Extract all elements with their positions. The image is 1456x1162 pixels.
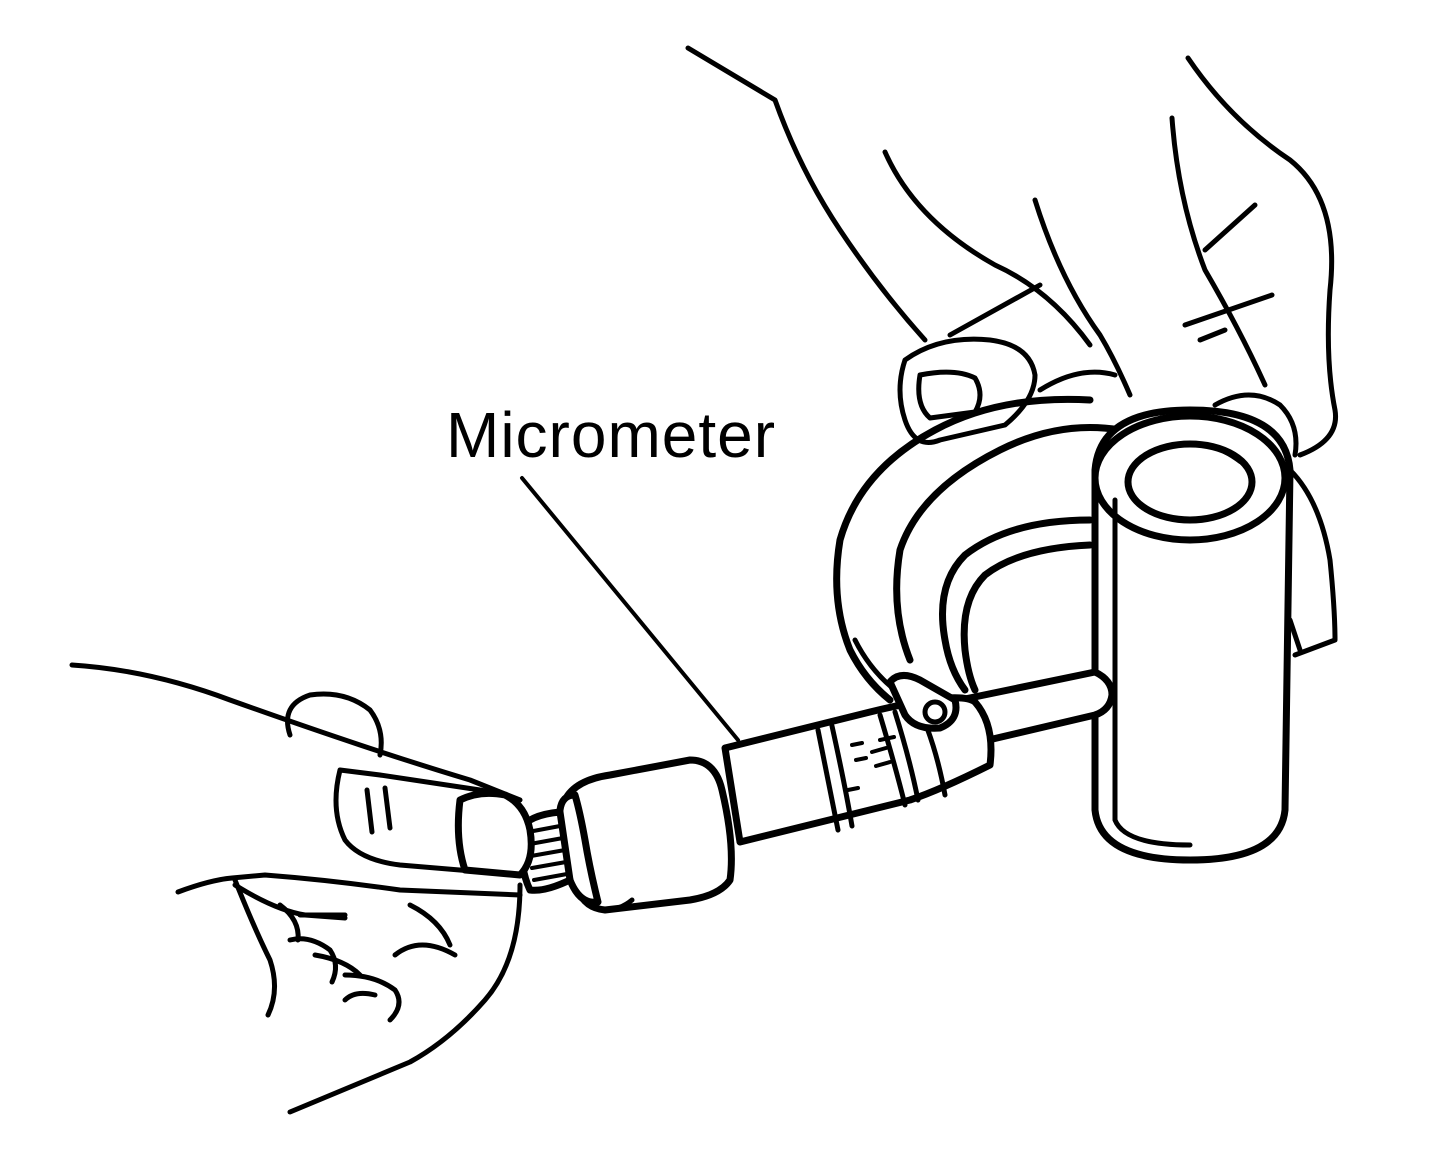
micrometer-leader-line xyxy=(520,476,740,742)
micrometer-callout: Micrometer xyxy=(446,399,776,742)
cylinder-workpiece xyxy=(1091,406,1338,864)
micrometer-tool xyxy=(516,668,1116,914)
micrometer-label: Micrometer xyxy=(446,399,776,471)
left-hand xyxy=(69,662,535,1115)
micrometer-frame xyxy=(833,395,1124,704)
right-hand xyxy=(685,45,1339,458)
